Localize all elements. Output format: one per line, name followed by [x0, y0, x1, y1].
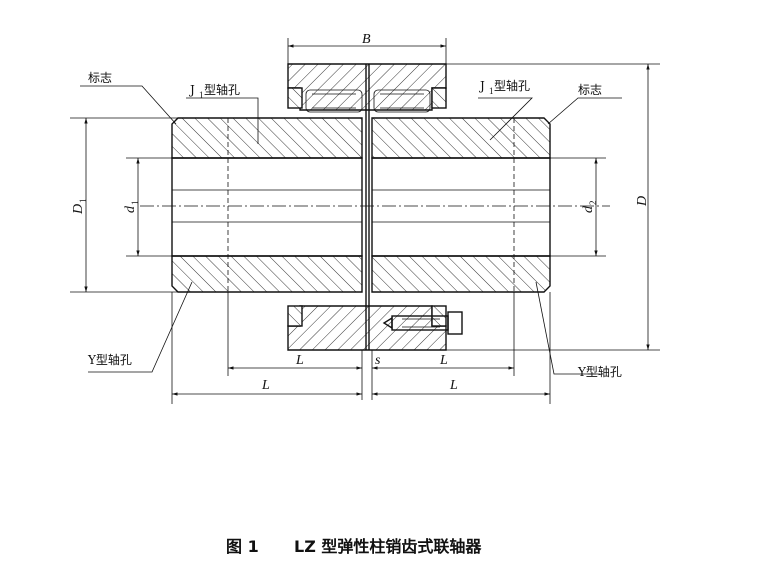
figure-number: 图 1 [226, 537, 259, 556]
svg-text:型轴孔: 型轴孔 [204, 82, 240, 97]
svg-text:1: 1 [130, 201, 140, 206]
dimension-d [446, 63, 660, 351]
left-hub [171, 117, 363, 293]
dim-b-label: B [362, 32, 371, 47]
outer-sleeve-top [287, 63, 447, 111]
retaining-bolt [382, 311, 463, 335]
dimension-d1 [70, 117, 178, 293]
svg-text:型轴孔: 型轴孔 [494, 78, 530, 93]
label-j1-left: J 1 型轴孔 [188, 82, 240, 100]
dim-d-label: D [635, 196, 650, 207]
dim-d1-label: D 1 [71, 199, 88, 216]
svg-text:J: J [478, 79, 485, 93]
dim-d2-bore-label: d 2 [581, 201, 598, 214]
label-y-right: Y型轴孔 [577, 364, 622, 379]
dim-l-outer-left: L [261, 378, 270, 393]
dim-d1-bore-label: d 1 [123, 201, 140, 214]
shaft-bores [171, 64, 551, 350]
svg-text:1: 1 [199, 90, 204, 100]
label-mark-right: 标志 [578, 83, 602, 97]
label-y-left: Y型轴孔 [87, 352, 132, 367]
leader-lines [80, 85, 622, 375]
dimension-inner-l [227, 292, 515, 400]
dim-l-outer-right: L [449, 378, 458, 393]
dimension-outer-l [171, 292, 551, 404]
svg-text:d: d [581, 205, 596, 213]
dim-l-inner-left: L [295, 353, 304, 368]
right-hub [371, 117, 551, 293]
svg-text:1: 1 [489, 86, 494, 96]
dim-s: s [375, 353, 381, 368]
outer-sleeve-bottom [287, 305, 447, 351]
label-j1-right: J 1 型轴孔 [478, 78, 530, 96]
dimension-d2-bore [550, 157, 606, 257]
svg-text:1: 1 [78, 199, 88, 204]
dim-l-inner-right: L [439, 353, 448, 368]
label-mark-left: 标志 [88, 71, 112, 85]
elastic-pins-top [305, 89, 431, 113]
dimension-b [287, 38, 447, 64]
svg-text:D: D [71, 204, 86, 215]
svg-text:d: d [123, 205, 138, 213]
svg-text:J: J [188, 83, 195, 97]
dimension-d1-bore [126, 157, 172, 257]
svg-text:2: 2 [588, 201, 598, 206]
figure-title: LZ 型弹性柱销齿式联轴器 [294, 537, 482, 556]
